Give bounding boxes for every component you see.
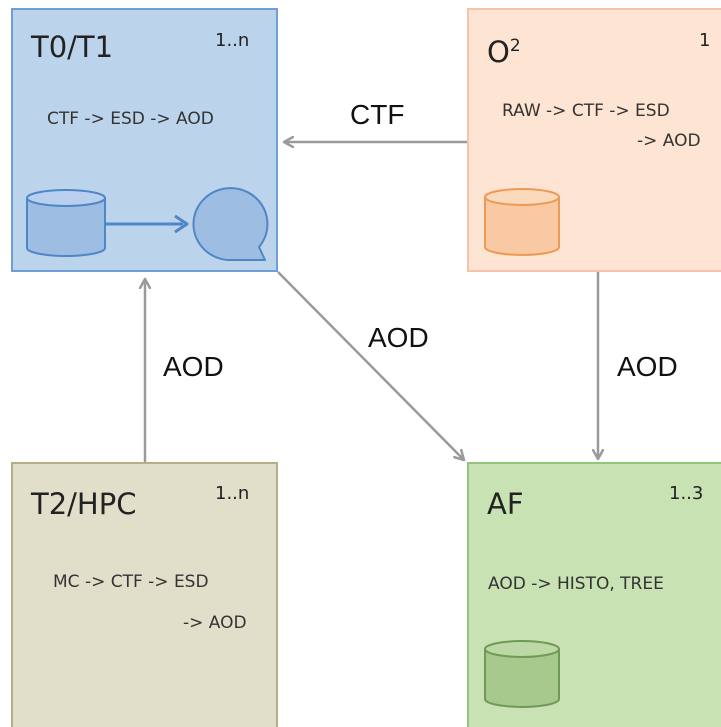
node-title: T2/HPC [31,487,137,521]
storage-loop-icon [192,187,269,261]
node-t0-t1: T0/T1 1..n CTF -> ESD -> AOD [11,8,278,272]
edge-label-aod-t0t1-af: AOD [368,322,429,353]
node-workflow-line: RAW -> CTF -> ESD [502,101,670,121]
storage-flow-graphic [26,187,269,261]
database-icon [484,188,560,256]
database-icon [26,189,106,257]
node-o2: O2 1 RAW -> CTF -> ESD -> AOD [467,8,721,272]
node-workflow-line: -> AOD [183,613,247,633]
edge-label-aod-t2hpc-t0t1: AOD [163,351,224,382]
node-workflow-line: AOD -> HISTO, TREE [488,574,664,594]
node-multiplicity: 1..n [215,30,250,51]
node-workflow-line: CTF -> ESD -> AOD [47,109,214,129]
node-af: AF 1..3 AOD -> HISTO, TREE [467,462,721,727]
node-multiplicity: 1..3 [669,483,704,504]
arrow-right-icon [105,214,189,234]
node-title-superscript: 2 [509,36,521,56]
node-title: O2 [487,38,521,67]
node-workflow-line: -> AOD [637,131,701,151]
node-title: T0/T1 [31,30,114,64]
node-title: AF [487,487,524,521]
database-icon [484,640,560,708]
edge-label-ctf: CTF [350,99,405,130]
node-multiplicity: 1..n [215,483,250,504]
node-workflow-line: MC -> CTF -> ESD [53,572,209,592]
edge-aod-t0t1-to-af [277,271,464,460]
node-t2-hpc: T2/HPC 1..n MC -> CTF -> ESD -> AOD [11,462,278,727]
node-title-base: O [487,35,510,69]
node-multiplicity: 1 [699,30,711,51]
edge-label-aod-o2-af: AOD [617,351,678,382]
